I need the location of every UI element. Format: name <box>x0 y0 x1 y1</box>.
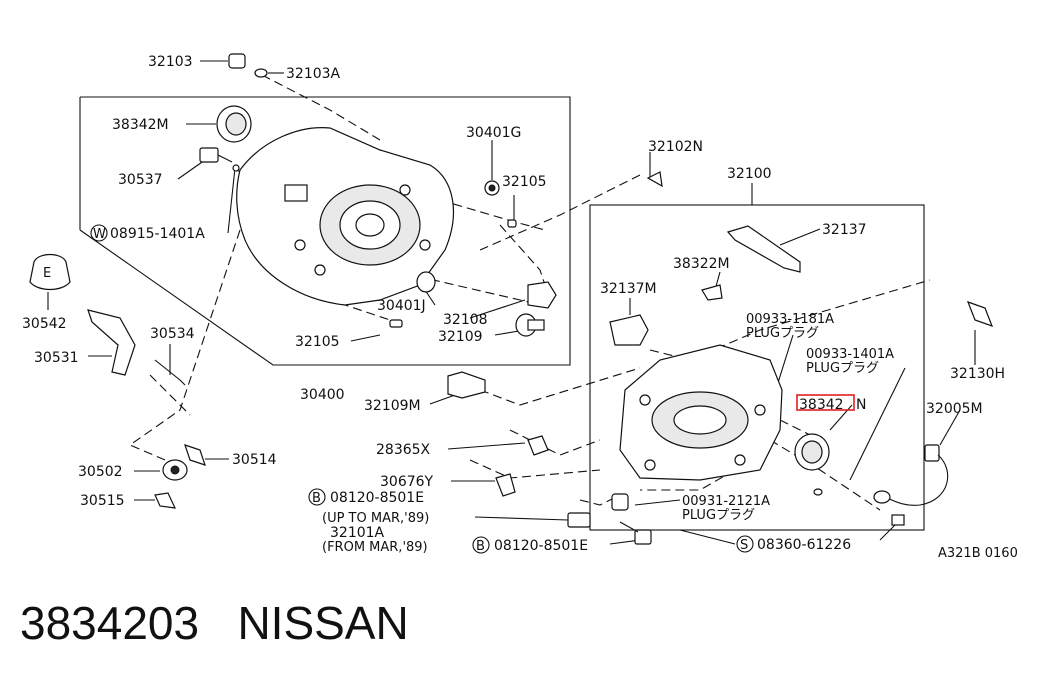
label-32108: 32108 <box>443 312 488 328</box>
label-30401J: 30401J <box>377 298 426 314</box>
label-30534: 30534 <box>150 326 195 342</box>
badge-b1-circle <box>308 488 326 506</box>
label-30537: 30537 <box>118 172 163 188</box>
label-30542: 30542 <box>22 316 67 332</box>
badge-s-circle <box>736 535 754 553</box>
label-up-to-mar89: (UP TO MAR,'89) <box>322 511 429 526</box>
knob-letter: E <box>43 266 51 281</box>
label-32005M: 32005M <box>926 401 983 417</box>
label-30502: 30502 <box>78 464 123 480</box>
label-32105-top: 32105 <box>502 174 547 190</box>
label-38342M: 38342M <box>112 117 169 133</box>
label-32109: 32109 <box>438 329 483 345</box>
label-from-mar89: (FROM MAR,'89) <box>322 540 428 555</box>
label-08915-1401A: 08915-1401A <box>110 226 205 242</box>
label-plug-1: PLUGプラグ <box>746 326 819 341</box>
label-30515: 30515 <box>80 493 125 509</box>
label-32101A: 32101A <box>330 525 385 541</box>
box-32100 <box>589 204 925 531</box>
label-30514: 30514 <box>232 452 277 468</box>
footer-brand: NISSAN <box>237 597 409 649</box>
label-32109M: 32109M <box>364 398 421 414</box>
label-32102N: 32102N <box>648 139 703 155</box>
label-32130H: 32130H <box>950 366 1005 382</box>
label-32103: 32103 <box>148 54 193 70</box>
label-32100: 32100 <box>727 166 772 182</box>
label-08120-8501E-top: 08120-8501E <box>330 490 424 506</box>
label-30400: 30400 <box>300 387 345 403</box>
label-08360-61226: 08360-61226 <box>757 537 851 553</box>
part-drawings: E <box>29 53 994 545</box>
label-00933-1401A: 00933-1401A <box>806 347 894 362</box>
label-32137: 32137 <box>822 222 867 238</box>
badge-b2: B <box>476 539 485 554</box>
leader-lines <box>47 60 976 545</box>
label-plug-2: PLUGプラグ <box>806 361 879 376</box>
footer-part-number: 3834203 <box>20 597 200 649</box>
badge-b1: B <box>312 491 321 506</box>
label-32105-bottom: 32105 <box>295 334 340 350</box>
label-30531: 30531 <box>34 350 79 366</box>
footer-caption: 3834203 NISSAN <box>20 596 409 650</box>
badge-w: W <box>93 227 106 242</box>
label-30676Y: 30676Y <box>380 474 434 490</box>
label-38342N-suffix: N <box>856 397 866 413</box>
label-32103A: 32103A <box>286 66 341 82</box>
box-30400-outline <box>79 96 571 366</box>
label-00933-1181A: 00933-1181A <box>746 312 834 327</box>
highlight-38342N <box>796 394 855 411</box>
badge-b2-circle <box>472 536 490 554</box>
label-32137M: 32137M <box>600 281 657 297</box>
label-08120-8501E-bottom: 08120-8501E <box>494 538 588 554</box>
label-plug-3: PLUGプラグ <box>682 508 755 523</box>
label-38342N-highlight: 38342 <box>799 397 844 413</box>
label-38322M: 38322M <box>673 256 730 272</box>
label-28365X: 28365X <box>376 442 431 458</box>
badge-w-circle <box>90 224 108 242</box>
diagram-reference-code: A321B 0160 <box>938 546 1018 561</box>
label-00931-2121A: 00931-2121A <box>682 494 770 509</box>
label-30401G: 30401G <box>466 125 521 141</box>
part-labels: 32103 32103A 38342M 30401G 32102N 32100 … <box>22 54 1018 561</box>
badge-s: S <box>740 538 748 553</box>
